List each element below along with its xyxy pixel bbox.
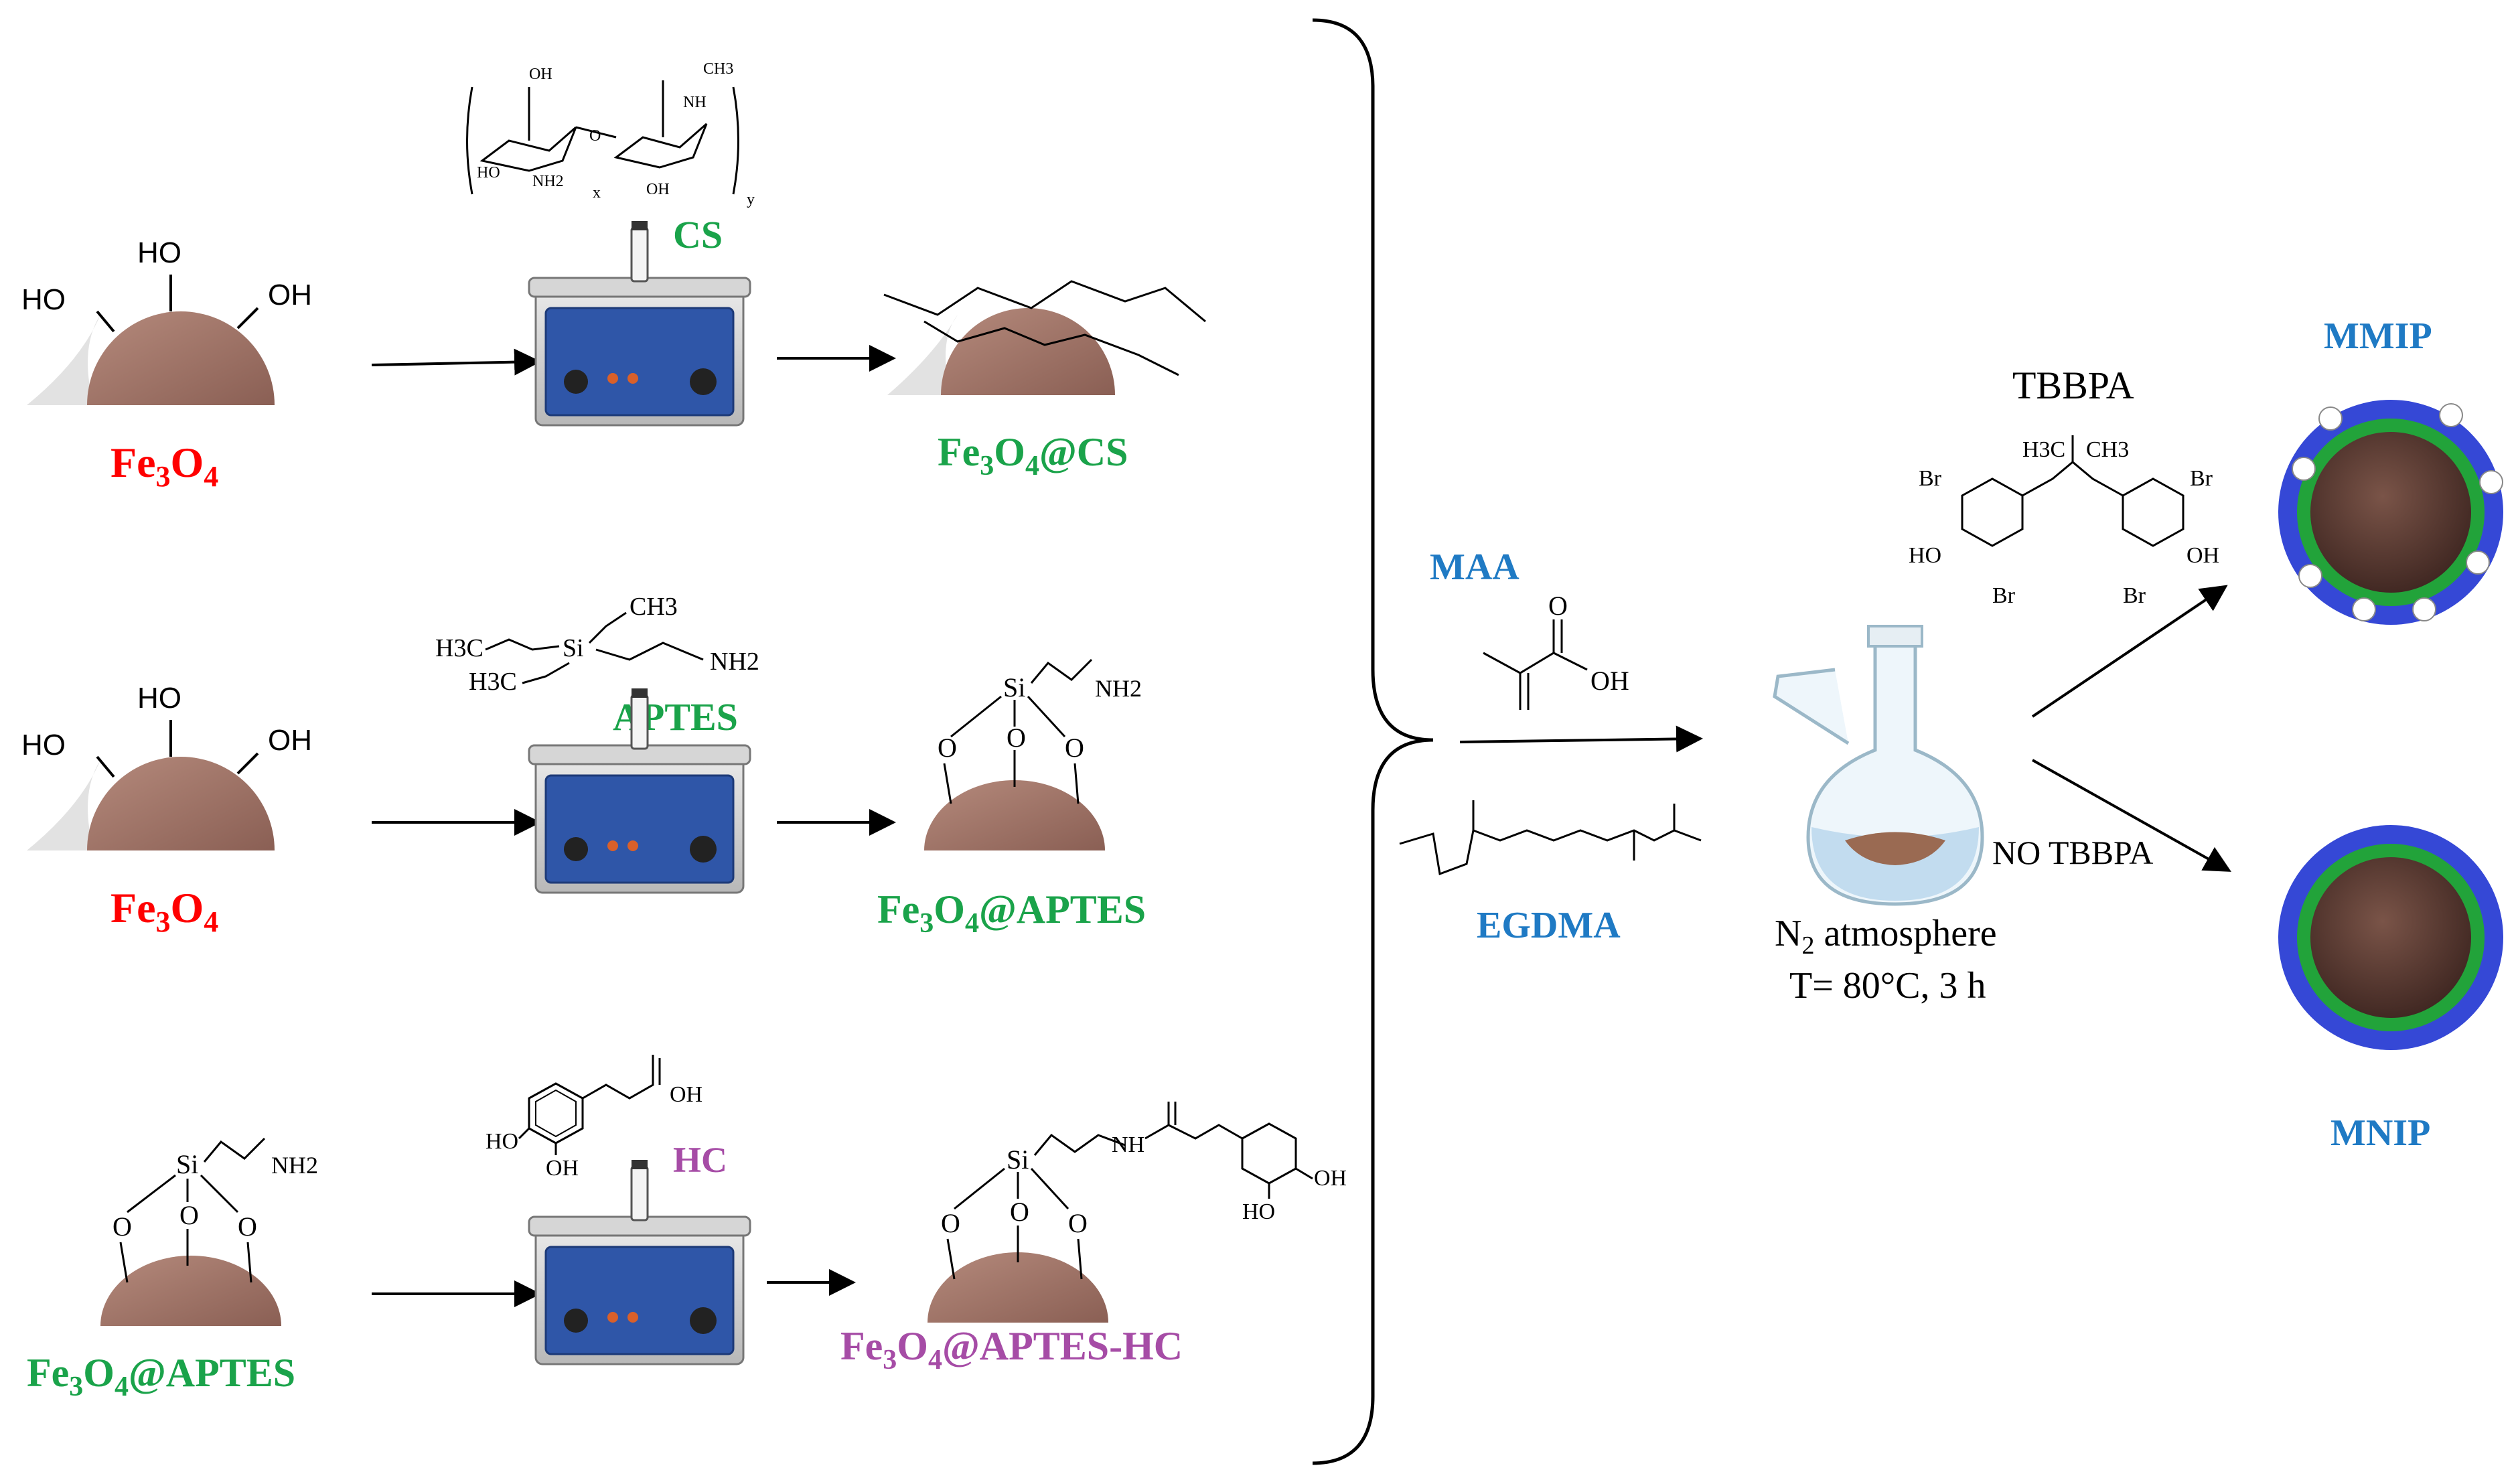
chitosan-structure: OH HO NH2 O x CH3 NH OH y (466, 60, 755, 208)
svg-text:Br: Br (1919, 466, 1942, 491)
oh-right-label: OH (268, 279, 312, 311)
svg-text:OH: OH (2187, 543, 2219, 568)
svg-text:Si: Si (176, 1149, 198, 1179)
oh-top-label: HO (137, 682, 181, 715)
arrow-to-mnip (2032, 759, 2231, 872)
tbbpa-label: TBBPA (2012, 364, 2134, 407)
fe3o4-aptes-start-particle: O O O Si NH2 (100, 1137, 318, 1326)
curly-brace (1312, 18, 1434, 1465)
no-tbbpa-label: NO TBBPA (1992, 834, 2153, 871)
svg-text:x: x (593, 184, 601, 202)
svg-text:O: O (938, 733, 957, 763)
svg-text:y: y (747, 191, 755, 208)
fe3o4-particle-row2: HO HO OH (21, 682, 312, 850)
egdma-label: EGDMA (1477, 905, 1621, 946)
fe3o4-aptes-hc-particle: O O O Si NH OH HO (928, 1102, 1347, 1323)
svg-text:H3C: H3C (2022, 437, 2065, 462)
svg-text:O: O (941, 1208, 960, 1238)
svg-text:OH: OH (546, 1156, 579, 1181)
svg-text:O: O (1068, 1208, 1088, 1238)
svg-text:O: O (1007, 723, 1026, 753)
svg-text:NH2: NH2 (532, 173, 564, 190)
svg-text:OH: OH (1590, 666, 1629, 696)
row1: HO HO OH Fe3O4 OH HO NH2 O x CH3 NH OH y… (21, 60, 1206, 493)
svg-text:H3C: H3C (435, 634, 484, 662)
fe3o4-aptes-start-label: Fe3O4@APTES (27, 1351, 295, 1402)
svg-text:OH: OH (646, 181, 670, 198)
maa-label: MAA (1430, 546, 1520, 588)
maa-structure: O OH (1483, 591, 1629, 710)
fe3o4-label-row2: Fe3O4 (110, 884, 218, 938)
row3: O O O Si NH2 Fe3O4@APTES OH HO OH HC (27, 1055, 1347, 1402)
svg-text:HO: HO (477, 164, 500, 181)
reagent-hc-label: HC (673, 1140, 727, 1180)
fe3o4-aptes-label: Fe3O4@APTES (877, 887, 1146, 939)
oh-top-label: HO (137, 236, 181, 269)
fe3o4-particle-row1: HO HO OH (21, 236, 312, 405)
svg-text:Si: Si (1003, 672, 1025, 702)
fe3o4-label-row1: Fe3O4 (110, 439, 218, 493)
svg-text:NH: NH (1112, 1132, 1144, 1157)
fe3o4-cs-particle (883, 280, 1206, 395)
aptes-structure: CH3 H3C Si NH2 H3C (435, 593, 759, 696)
svg-text:NH2: NH2 (710, 648, 759, 676)
svg-text:CH3: CH3 (2086, 437, 2129, 462)
flask-condition-line1: N2 atmosphere (1775, 913, 1997, 960)
ultrasonic-bath-row3 (528, 1159, 751, 1365)
arrow-to-mmip (2031, 585, 2228, 718)
center-reagents: MAA O OH EGDMA (1399, 546, 1703, 946)
egdma-structure (1399, 800, 1702, 876)
round-bottom-flask (1773, 625, 1984, 906)
svg-text:HO: HO (486, 1129, 518, 1154)
svg-text:O: O (238, 1211, 257, 1242)
svg-text:NH: NH (683, 94, 707, 111)
svg-text:HO: HO (1909, 543, 1941, 568)
svg-text:O: O (179, 1200, 199, 1230)
mmip-label: MMIP (2324, 315, 2432, 357)
oh-left-label: HO (21, 729, 66, 761)
fe3o4-aptes-hc-label: Fe3O4@APTES-HC (840, 1324, 1183, 1376)
row2: HO HO OH Fe3O4 CH3 H3C Si NH2 H3C APTES (21, 593, 1146, 939)
svg-text:NH2: NH2 (271, 1152, 318, 1179)
svg-text:OH: OH (670, 1082, 702, 1107)
mmip-particle (2278, 400, 2503, 625)
reagent-cs-label: CS (673, 213, 723, 256)
svg-text:Br: Br (1992, 583, 2016, 608)
svg-text:Si: Si (1007, 1144, 1029, 1175)
svg-text:O: O (113, 1211, 132, 1242)
svg-text:HO: HO (1242, 1199, 1275, 1224)
svg-text:Br: Br (2123, 583, 2146, 608)
svg-text:CH3: CH3 (630, 593, 678, 621)
tbbpa-structure: H3C CH3 Br Br HO OH Br Br (1909, 435, 2219, 608)
svg-text:Si: Si (563, 634, 584, 662)
svg-text:H3C: H3C (469, 668, 517, 696)
svg-text:NH2: NH2 (1095, 675, 1142, 702)
svg-text:O: O (1010, 1197, 1029, 1227)
svg-text:O: O (1065, 733, 1084, 763)
svg-text:CH3: CH3 (703, 60, 733, 78)
mnip-particle (2278, 825, 2503, 1050)
svg-text:Br: Br (2190, 466, 2213, 491)
fe3o4-aptes-particle: O O O Si NH2 (924, 658, 1142, 850)
mnip-label: MNIP (2330, 1112, 2430, 1154)
svg-text:OH: OH (1314, 1166, 1347, 1191)
oh-left-label: HO (21, 283, 66, 316)
arrow-row1-a (371, 348, 541, 376)
fe3o4-cs-label: Fe3O4@CS (938, 430, 1128, 481)
oh-right-label: OH (268, 724, 312, 757)
svg-text:O: O (1548, 591, 1568, 621)
svg-text:OH: OH (529, 66, 552, 83)
flask-condition-line2: T= 80°C, 3 h (1789, 965, 1986, 1007)
svg-text:O: O (589, 127, 601, 145)
hydrocaffeic-acid-structure: OH HO OH (486, 1055, 702, 1181)
center-arrow (1459, 725, 1703, 753)
